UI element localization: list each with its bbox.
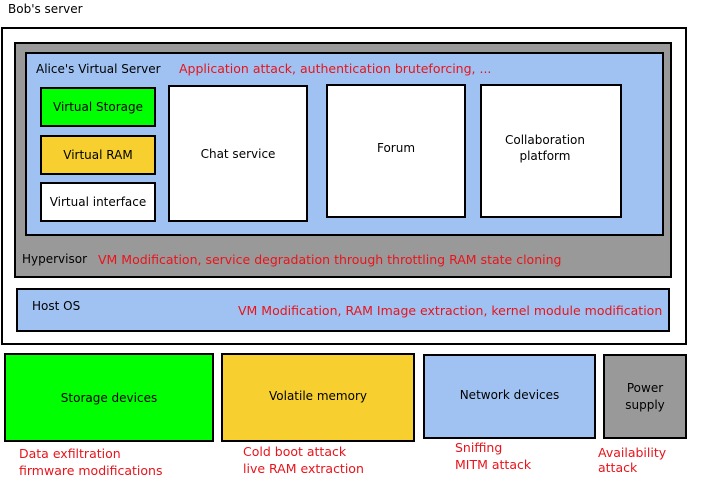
network-devices-box: Network devices <box>423 354 596 439</box>
host-os-box <box>16 288 670 332</box>
storage-devices-box: Storage devices <box>4 353 214 442</box>
hypervisor-attacks: VM Modification, service degradation thr… <box>98 252 562 267</box>
collaboration-platform-box: Collaboration platform <box>480 84 622 218</box>
power-attacks: Availability attack <box>598 445 667 475</box>
virtual-ram-box: Virtual RAM <box>40 135 156 175</box>
host-os-label: Host OS <box>32 299 81 313</box>
host-os-attacks: VM Modification, RAM Image extraction, k… <box>238 303 663 318</box>
memory-attacks: Cold boot attack live RAM extraction <box>243 444 364 476</box>
server-title: Bob's server <box>8 2 83 16</box>
forum-box: Forum <box>326 84 466 218</box>
virtual-server-title: Alice's Virtual Server <box>36 62 161 76</box>
network-attacks: Sniffing MITM attack <box>455 440 532 472</box>
power-supply-box: Power supply <box>603 354 687 439</box>
virtual-storage-box: Virtual Storage <box>40 87 156 127</box>
virtual-server-attacks: Application attack, authentication brute… <box>179 61 492 76</box>
storage-attacks: Data exfiltration firmware modifications <box>19 446 163 478</box>
virtual-interface-box: Virtual interface <box>40 182 156 222</box>
chat-service-box: Chat service <box>168 85 308 222</box>
volatile-memory-box: Volatile memory <box>221 353 415 442</box>
hypervisor-label: Hypervisor <box>22 252 88 266</box>
